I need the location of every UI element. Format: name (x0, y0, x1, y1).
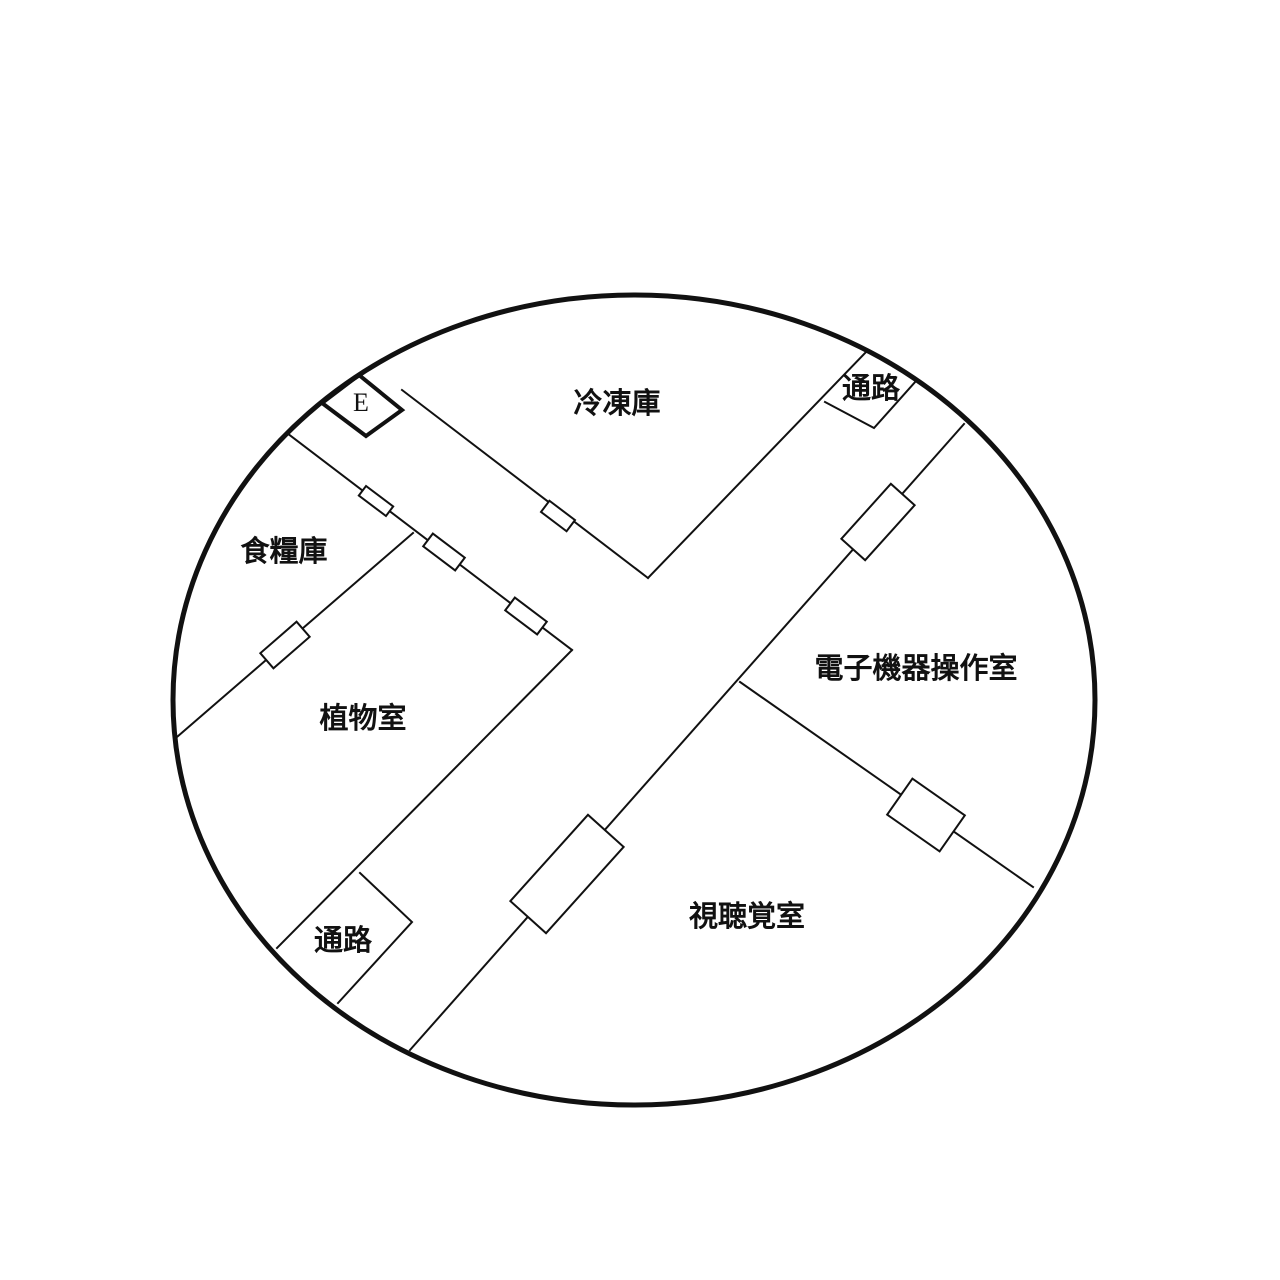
door-av-corridor (508, 813, 626, 935)
av-room-label: 視聴覚室 (689, 899, 805, 933)
door-electronics-av (885, 777, 967, 853)
outer-wall (170, 292, 1098, 1108)
door-plant-room-corridor-1 (421, 532, 467, 572)
passage-top-label: 通路 (842, 371, 901, 405)
elevator-box (318, 372, 406, 439)
door-food-storage-corridor (357, 484, 395, 518)
door-freezer (539, 499, 577, 533)
freezer-label: 冷凍庫 (573, 386, 660, 420)
doors (258, 482, 967, 935)
door-electronics-corridor (839, 482, 917, 562)
door-plant-room-corridor-2 (503, 596, 549, 636)
door-food-plant (258, 620, 312, 670)
passage-bottom-label: 通路 (314, 923, 373, 957)
elevator-label: E (353, 388, 369, 417)
passage-bottom-box (336, 871, 414, 1005)
passage-top-box (823, 379, 918, 430)
food-storage-label: 食糧庫 (240, 534, 327, 568)
plant-room-label: 植物室 (319, 701, 406, 735)
electronics-room-label: 電子機器操作室 (814, 651, 1017, 685)
